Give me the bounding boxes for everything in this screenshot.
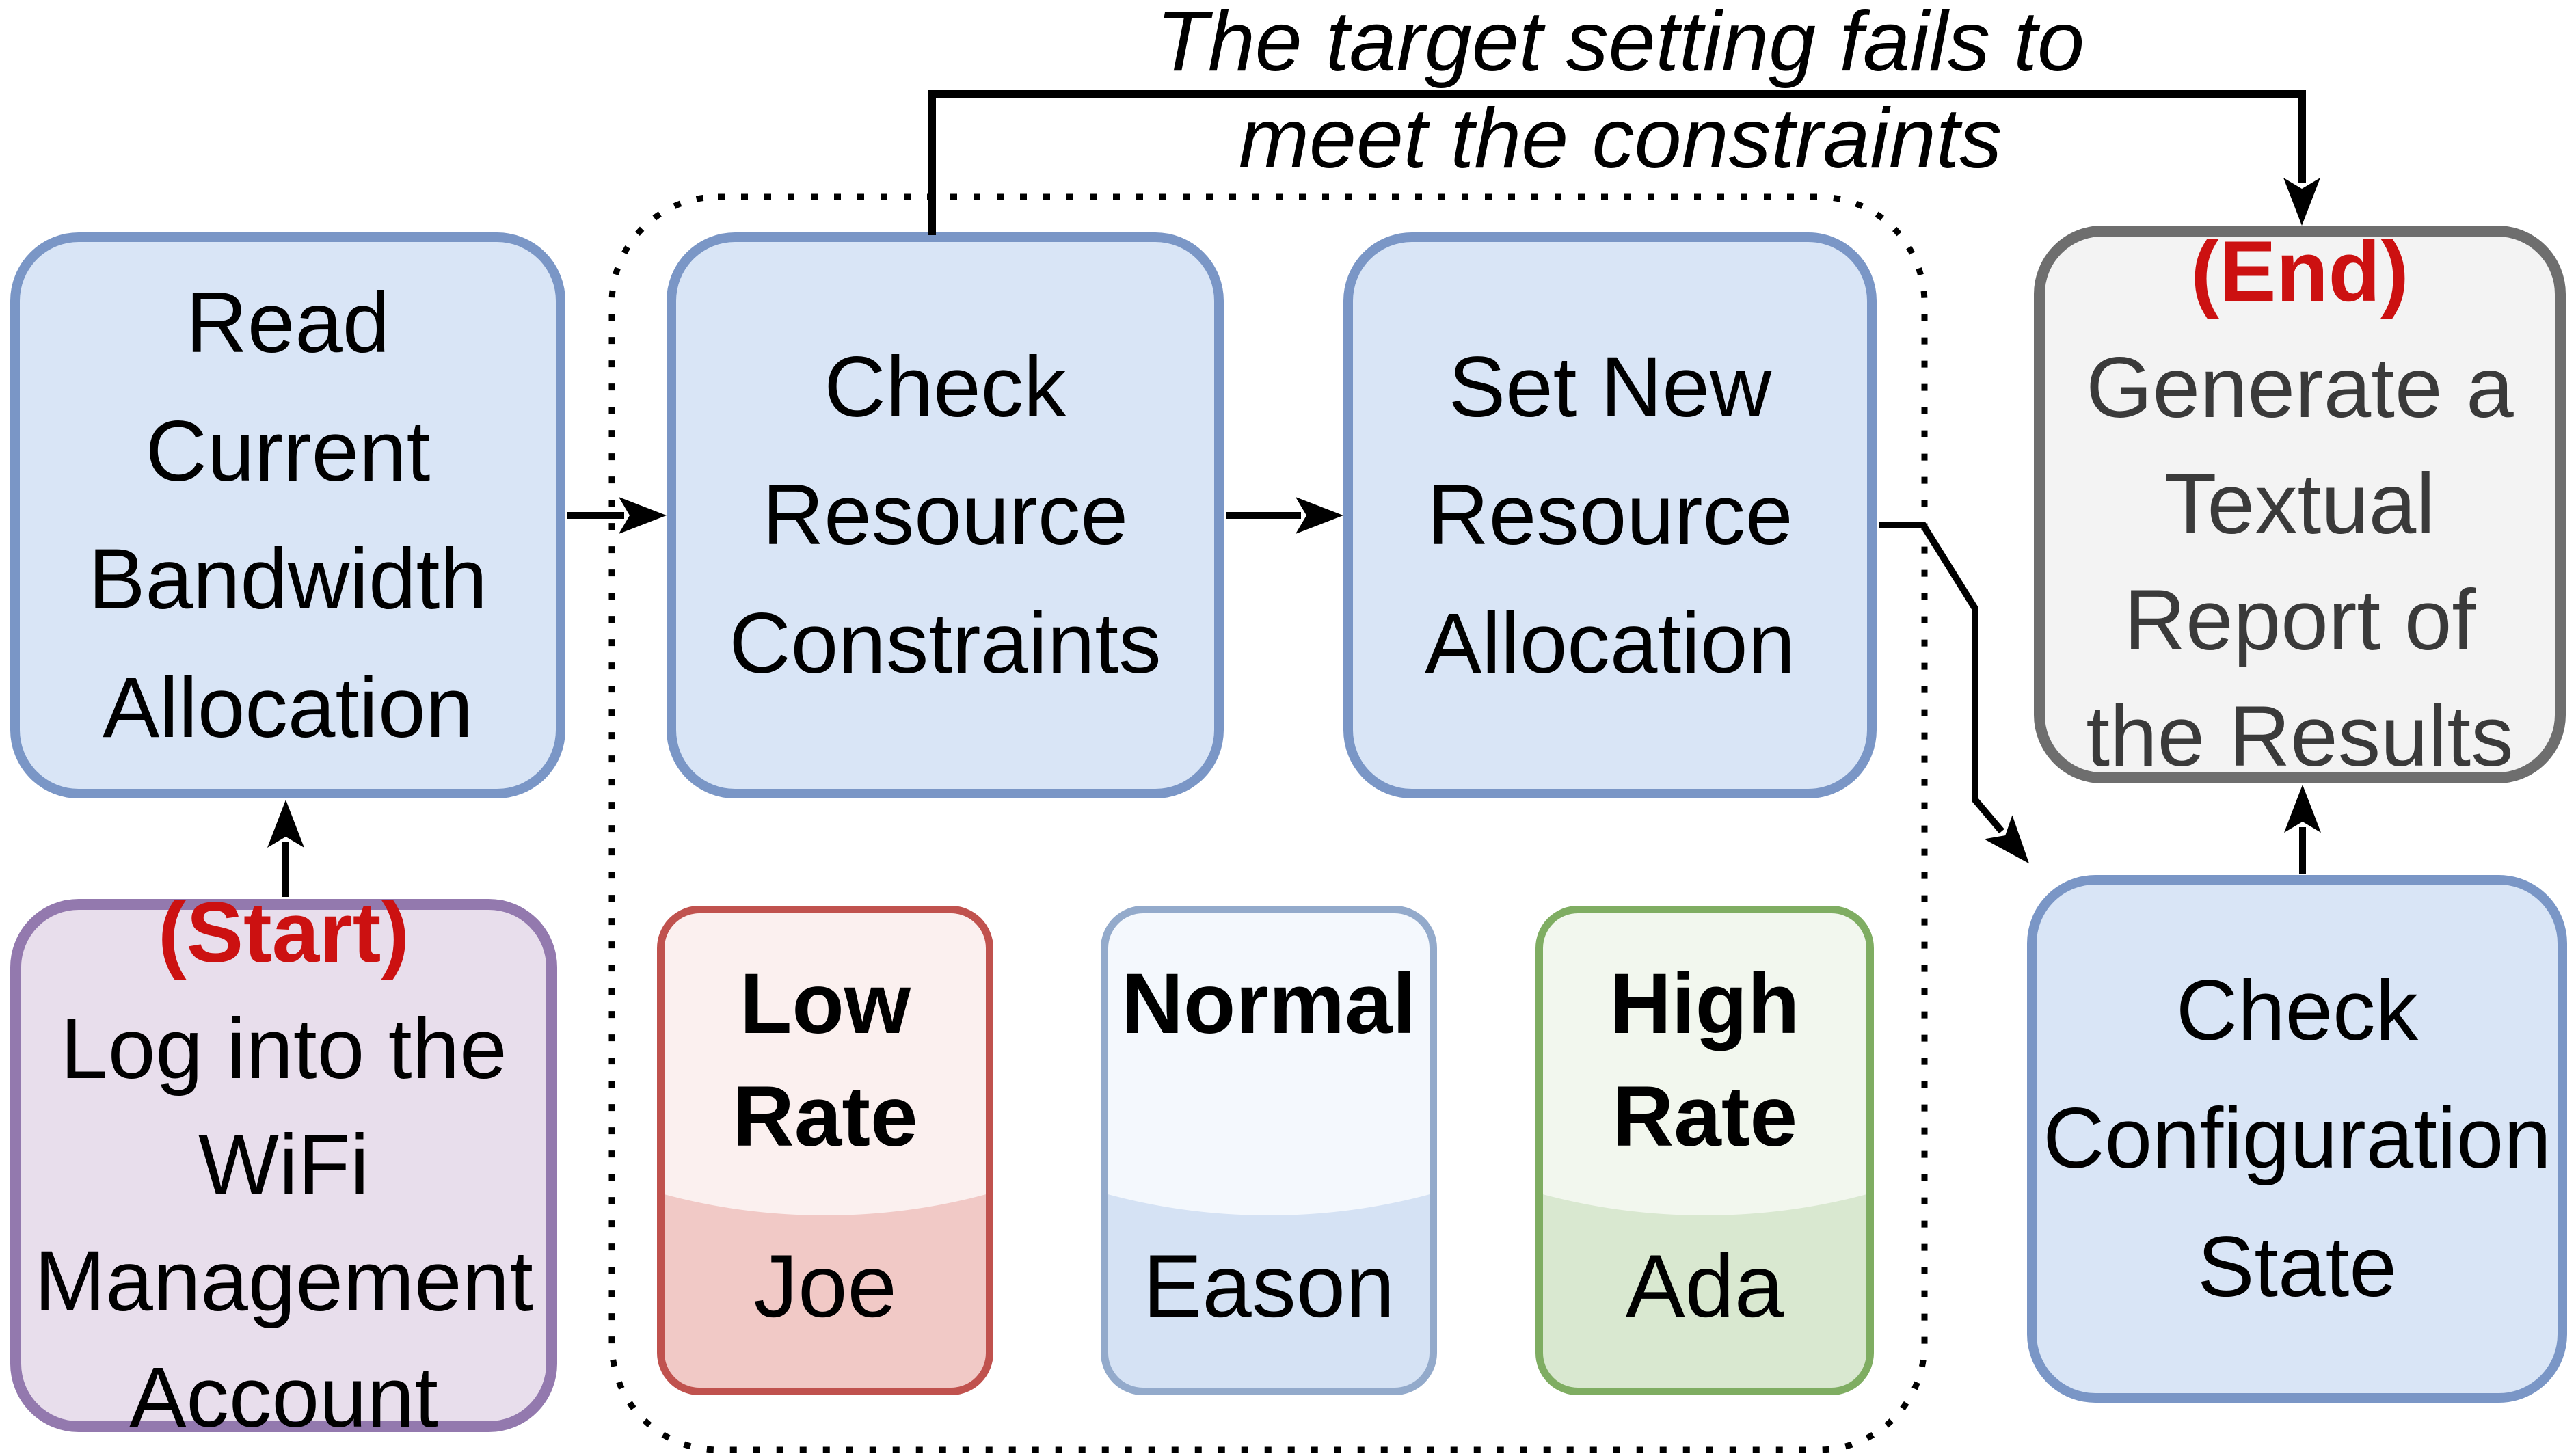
node-end-generate-report-label: Generate a Textual Report of the Results bbox=[2086, 340, 2514, 784]
user-card-normal-eason: Normal Eason bbox=[1101, 906, 1437, 1395]
user-card-normal-label: Normal bbox=[1121, 956, 1417, 1051]
node-check-configuration-state-label: Check Configuration State bbox=[2043, 962, 2551, 1315]
node-start-login-label: Log into the WiFi Management Account bbox=[34, 1001, 533, 1445]
node-set-new-resource-allocation-label: Set New Resource Allocation bbox=[1425, 339, 1795, 691]
node-check-resource-constraints: Check Resource Constraints bbox=[667, 232, 1224, 798]
user-card-low-rate-joe: Low Rate Joe bbox=[657, 906, 993, 1395]
user-card-ada-name: Ada bbox=[1625, 1236, 1784, 1336]
feedback-caption-line2: meet the constraints bbox=[1238, 92, 2002, 186]
feedback-caption-line1: The target setting fails to bbox=[1156, 0, 2084, 89]
user-card-high-rate-label: High Rate bbox=[1609, 956, 1800, 1164]
user-card-joe-name: Joe bbox=[753, 1236, 897, 1336]
end-tag: (End) bbox=[2190, 224, 2409, 319]
feedback-caption: The target setting fails to meet the con… bbox=[1094, 0, 2147, 187]
node-check-resource-constraints-label: Check Resource Constraints bbox=[729, 339, 1162, 691]
node-read-bandwidth: Read Current Bandwidth Allocation bbox=[10, 232, 565, 798]
node-start-login: (Start) Log into the WiFi Management Acc… bbox=[10, 885, 557, 1445]
node-check-configuration-state: Check Configuration State bbox=[2027, 875, 2567, 1403]
arrow-set-allocation-to-check-config bbox=[1879, 522, 2030, 864]
node-set-new-resource-allocation: Set New Resource Allocation bbox=[1343, 232, 1877, 798]
user-card-eason-name: Eason bbox=[1142, 1236, 1395, 1336]
user-card-low-rate-label: Low Rate bbox=[732, 956, 918, 1164]
user-card-high-rate-ada: High Rate Ada bbox=[1535, 906, 1874, 1395]
node-end-generate-report: (End) Generate a Textual Report of the R… bbox=[2034, 224, 2566, 784]
start-tag: (Start) bbox=[157, 885, 410, 980]
node-read-bandwidth-label: Read Current Bandwidth Allocation bbox=[88, 275, 487, 755]
